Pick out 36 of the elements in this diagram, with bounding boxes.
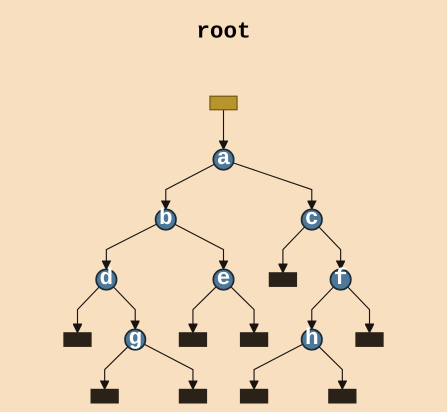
arrow — [113, 286, 140, 330]
arrow — [318, 346, 348, 390]
arrow — [144, 344, 198, 390]
node-circle: e — [212, 268, 235, 291]
arrow — [100, 346, 128, 390]
node-circle: c — [300, 208, 323, 231]
arrow — [72, 286, 100, 334]
node-box — [209, 96, 238, 110]
arrow — [347, 286, 374, 334]
node-ground — [240, 332, 268, 347]
arrow — [230, 286, 260, 334]
node-circle: f — [330, 268, 352, 291]
arrow — [101, 224, 157, 270]
arrow — [278, 226, 306, 274]
node-circle: d — [95, 268, 118, 291]
node-ground — [90, 388, 119, 404]
node-ground — [355, 332, 384, 347]
arrow — [174, 224, 228, 270]
arrow — [306, 286, 334, 330]
arrow — [318, 226, 346, 270]
arrow — [188, 286, 217, 334]
arrow — [249, 344, 303, 390]
node-ground — [178, 332, 208, 347]
node-ground — [63, 332, 92, 347]
arrow — [160, 164, 215, 210]
arrow — [232, 162, 317, 210]
node-ground — [178, 388, 208, 404]
node-circle: h — [300, 328, 323, 351]
node-ground — [328, 388, 356, 404]
node-circle: g — [124, 328, 146, 351]
arrow — [218, 110, 228, 150]
node-ground — [240, 388, 268, 404]
node-ground — [268, 272, 298, 287]
node-circle: b — [154, 208, 177, 231]
node-circle: a — [212, 148, 235, 171]
node-label: root — [196, 19, 251, 46]
